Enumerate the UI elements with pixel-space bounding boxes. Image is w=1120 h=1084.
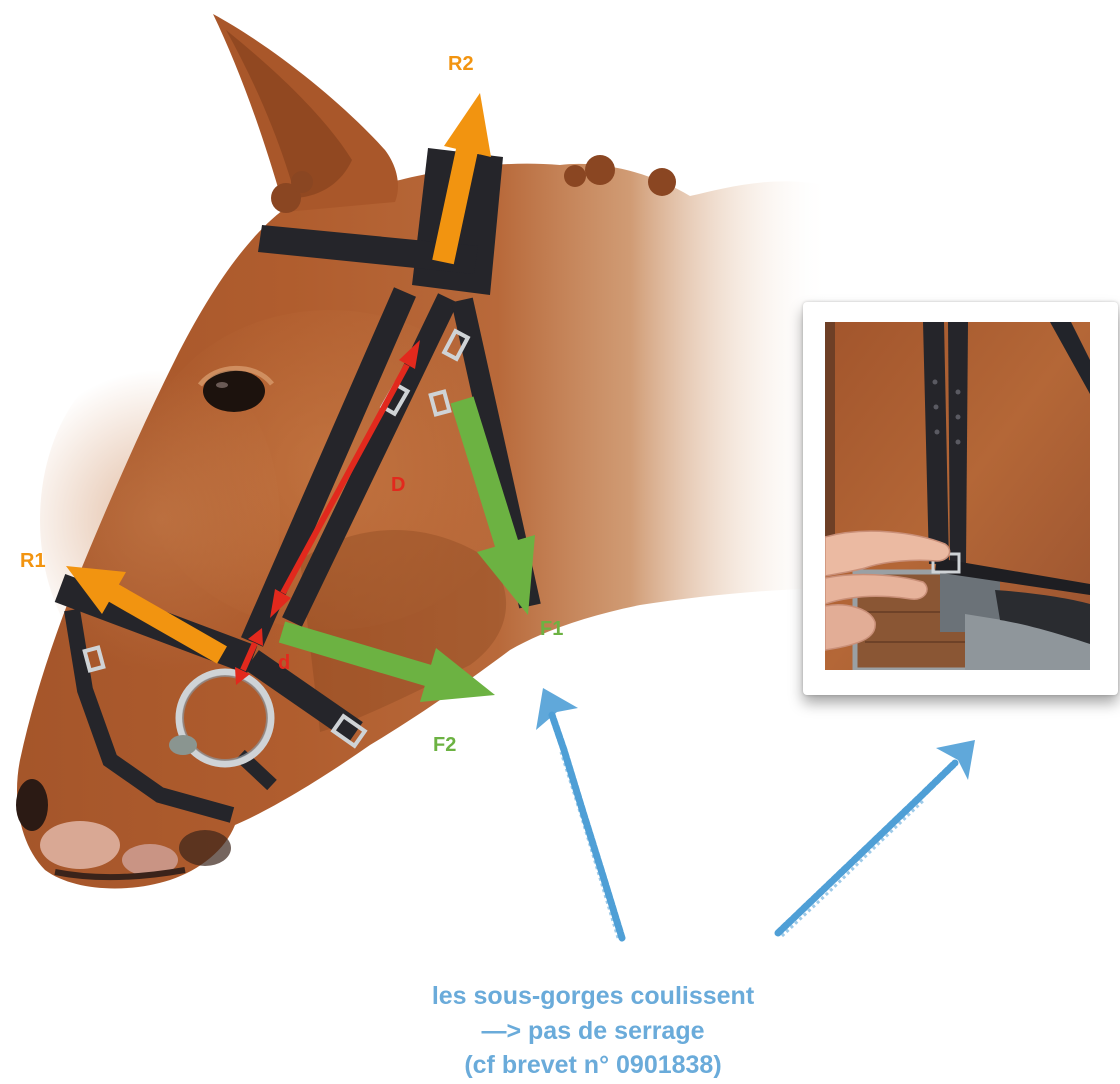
caption-line-3: (cf brevet n° 0901838) bbox=[464, 1051, 721, 1079]
strap-hole bbox=[933, 380, 938, 385]
mane-braid bbox=[648, 168, 676, 196]
inset-photo bbox=[825, 322, 1090, 670]
caption-line-2: —> pas de serrage bbox=[481, 1017, 704, 1045]
label-d-short: d bbox=[278, 652, 290, 674]
strap-hole bbox=[956, 390, 961, 395]
bit-mouthpiece bbox=[169, 735, 197, 755]
annotation-arrows bbox=[536, 688, 975, 938]
mane-braid bbox=[585, 155, 615, 185]
arrow-r2-head bbox=[444, 93, 491, 157]
strap-hole bbox=[934, 405, 939, 410]
chin bbox=[179, 830, 231, 866]
label-r2: R2 bbox=[448, 53, 474, 75]
annotation-arrow-left-shaft bbox=[552, 715, 622, 938]
label-f2: F2 bbox=[433, 734, 456, 756]
annotation-arrow-right-shaft bbox=[778, 763, 955, 933]
nostril bbox=[16, 779, 48, 831]
horse-head bbox=[16, 14, 825, 888]
annotation-arrow-right bbox=[778, 740, 975, 936]
annotation-arrow-right-texture bbox=[782, 800, 924, 936]
eye-glint bbox=[216, 382, 228, 388]
annotation-arrow-left bbox=[536, 688, 622, 938]
strap-hole bbox=[956, 415, 961, 420]
strap-hole bbox=[935, 430, 940, 435]
inset-left-edge bbox=[825, 322, 835, 542]
label-d-long: D bbox=[391, 474, 405, 496]
inset-photo-frame bbox=[803, 302, 1118, 695]
mane-braid bbox=[564, 165, 586, 187]
label-f1: F1 bbox=[540, 618, 563, 640]
caption: les sous-gorges coulissent —> pas de ser… bbox=[432, 982, 755, 1079]
forelock-braid bbox=[291, 171, 313, 193]
label-r1: R1 bbox=[20, 550, 46, 572]
muzzle-skin bbox=[40, 821, 120, 869]
strap-hole bbox=[956, 440, 961, 445]
caption-line-1: les sous-gorges coulissent bbox=[432, 982, 755, 1010]
